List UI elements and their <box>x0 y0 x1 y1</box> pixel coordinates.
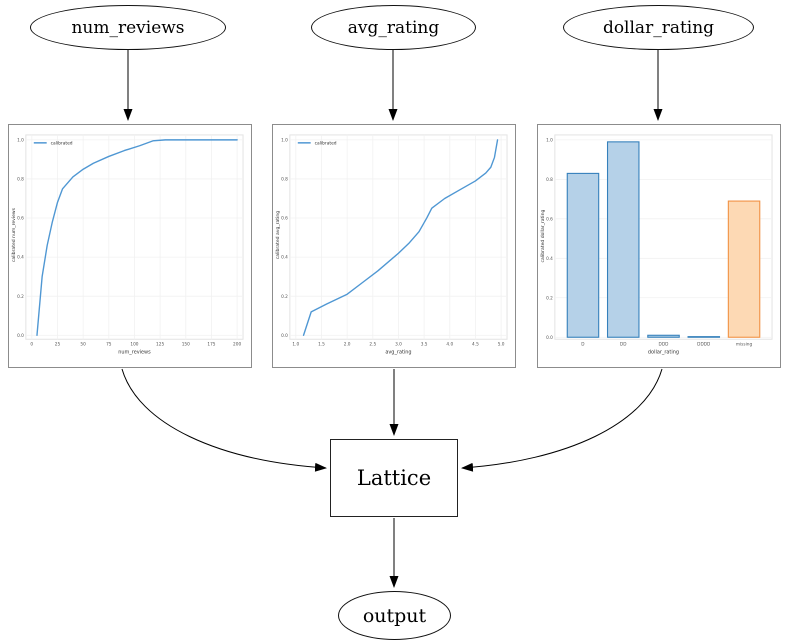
y-tick-label: 0.4 <box>281 255 288 261</box>
node-label: output <box>362 604 427 627</box>
x-tick-label: 3.5 <box>421 342 428 348</box>
y-tick-label: 0.4 <box>17 255 24 261</box>
edge-calibrator1-to-lattice <box>121 368 327 472</box>
x-tick-label: 200 <box>233 342 241 348</box>
output-node: output <box>338 591 451 640</box>
y-axis-label: calibrated dollar_rating <box>540 210 546 263</box>
bar-DD <box>606 141 640 338</box>
x-axis-label: num_reviews <box>118 350 151 356</box>
y-tick-label: 0.4 <box>546 256 553 262</box>
x-tick-label: DDDD <box>697 342 711 348</box>
x-tick-label: 1.0 <box>292 342 299 348</box>
x-tick-label: 5.0 <box>498 342 505 348</box>
node-label: num_reviews <box>71 17 185 38</box>
y-tick-label: 0.6 <box>281 216 288 222</box>
y-tick-label: 0.0 <box>17 333 24 339</box>
chart-svg: 0.0 0.2 0.4 0.6 0.8 1.0 1.0 1.5 2.0 2.5 3.0 3.5 4.0 4… <box>275 134 508 356</box>
bar-D <box>566 172 600 338</box>
y-axis-label: calibrated avg_rating <box>275 211 281 259</box>
bar-DDDD <box>687 336 721 338</box>
plot-spine <box>289 134 508 340</box>
node-label: dollar_rating <box>602 17 715 38</box>
x-tick-label: missing <box>736 342 753 348</box>
plot-spine <box>554 134 773 340</box>
edge-calibrator3-to-lattice <box>461 368 663 472</box>
y-tick-label: 0.8 <box>17 177 24 183</box>
x-tick-label: 125 <box>156 342 164 348</box>
calibration-line <box>302 139 499 336</box>
legend-label: calibrated <box>51 141 73 147</box>
bar-missing <box>727 200 761 338</box>
x-tick-label: D <box>581 342 585 348</box>
x-tick-label: DDD <box>659 342 670 348</box>
input-node-dollar-rating: dollar_rating <box>563 5 754 50</box>
x-tick-label: 3.0 <box>395 342 402 348</box>
bar-DDD <box>647 334 680 338</box>
x-tick-label: 4.0 <box>446 342 453 348</box>
plot-spine <box>25 134 244 340</box>
calibration-line <box>36 139 238 336</box>
y-tick-label: 0.6 <box>546 216 553 222</box>
x-tick-label: 2.5 <box>369 342 376 348</box>
node-label: avg_rating <box>347 17 440 38</box>
input-node-avg-rating: avg_rating <box>311 5 476 50</box>
y-tick-label: 0.2 <box>546 295 553 301</box>
y-axis-label: calibrated num_reviews <box>11 207 17 262</box>
lattice-node: Lattice <box>330 439 458 517</box>
x-tick-label: 4.5 <box>472 342 479 348</box>
y-tick-label: 0.0 <box>546 335 553 341</box>
y-tick-label: 1.0 <box>17 137 24 143</box>
x-tick-label: 150 <box>182 342 190 348</box>
y-tick-label: 0.6 <box>17 216 24 222</box>
x-tick-label: 0 <box>30 342 33 348</box>
x-axis-label: dollar_rating <box>648 350 679 356</box>
node-label: Lattice <box>356 466 432 490</box>
x-tick-label: 175 <box>207 342 215 348</box>
y-tick-label: 0.0 <box>281 333 288 339</box>
y-tick-label: 0.8 <box>281 177 288 183</box>
x-tick-label: 100 <box>130 342 138 348</box>
y-tick-label: 0.8 <box>546 177 553 183</box>
legend-label: calibrated <box>315 141 337 147</box>
x-tick-label: 1.5 <box>318 342 325 348</box>
x-tick-label: 2.0 <box>344 342 351 348</box>
y-tick-label: 0.2 <box>17 294 24 300</box>
x-tick-label: 25 <box>55 342 61 348</box>
calibration-chart-avg-rating: 0.0 0.2 0.4 0.6 0.8 1.0 1.0 1.5 2.0 2.5 3.0 3.5 4.0 4… <box>272 124 516 368</box>
x-tick-label: 50 <box>80 342 86 348</box>
y-tick-label: 1.0 <box>281 137 288 143</box>
x-axis-label: avg_rating <box>385 350 411 356</box>
y-tick-label: 1.0 <box>546 137 553 143</box>
calibration-chart-num-reviews: 0.0 0.2 0.4 0.6 0.8 1.0 0 25 50 75 100 125 150 175 200… <box>8 124 252 368</box>
chart-svg: 0.0 0.2 0.4 0.6 0.8 1.0 0 25 50 75 100 125 150 175 200… <box>11 134 244 356</box>
x-tick-label: DD <box>620 342 627 348</box>
input-node-num-reviews: num_reviews <box>30 5 226 50</box>
y-tick-label: 0.2 <box>281 294 288 300</box>
x-tick-label: 75 <box>106 342 112 348</box>
